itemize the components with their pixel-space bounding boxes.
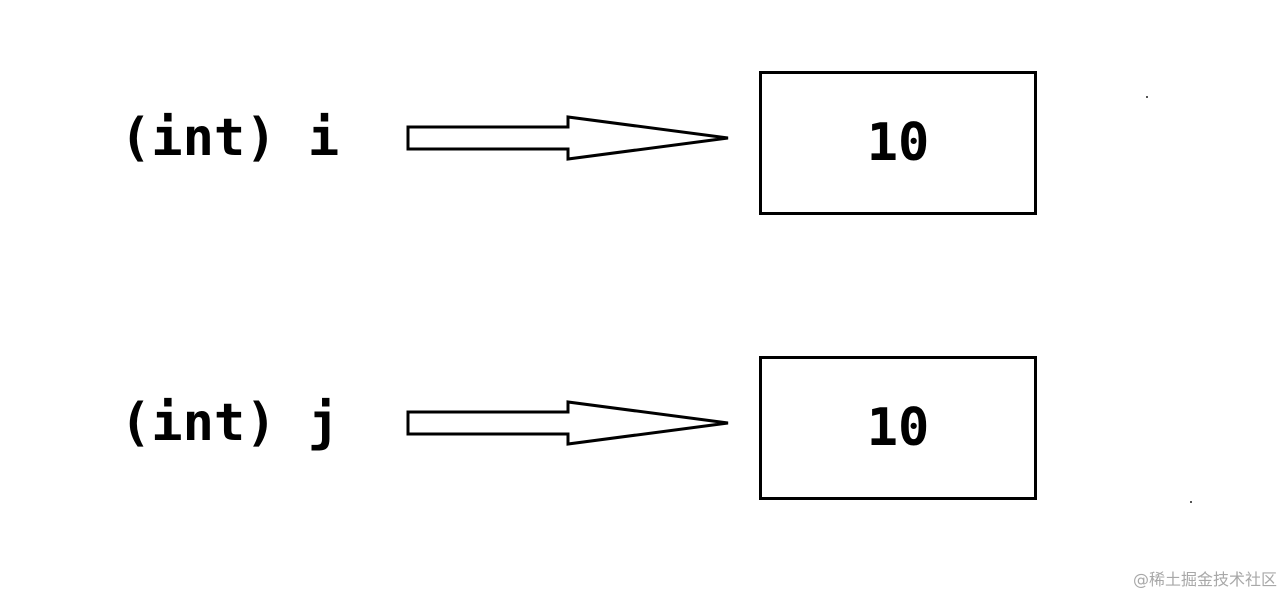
speck-dot [1146,96,1148,98]
speck-dot [1190,501,1192,503]
arrow-right-icon [406,115,729,161]
arrow-right-icon [406,400,729,446]
value-text-j: 10 [866,398,930,458]
watermark: @稀土掘金技术社区 [1132,570,1277,589]
variable-label-i: (int) i [120,108,340,168]
value-box-j: 10 [759,356,1037,500]
value-box-i: 10 [759,71,1037,215]
variable-label-j: (int) j [120,393,340,453]
value-text-i: 10 [866,113,930,173]
